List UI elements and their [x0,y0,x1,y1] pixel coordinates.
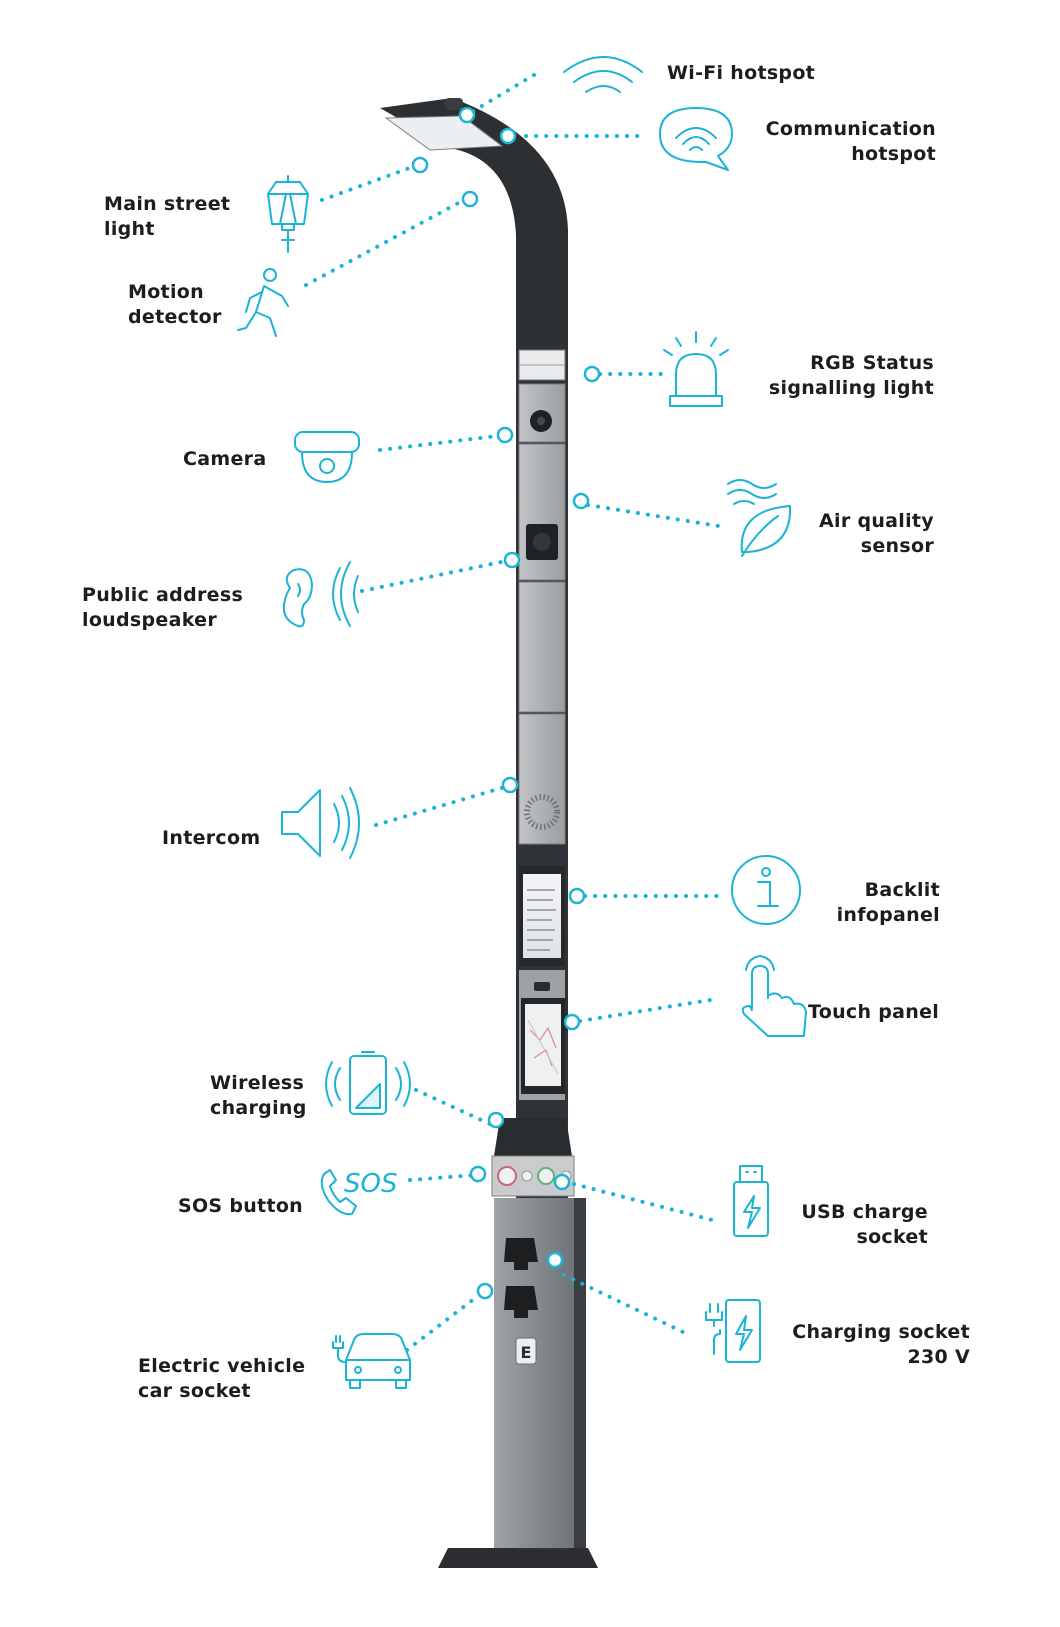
point-ev [476,1282,494,1300]
ear-loudspeaker-icon [282,561,359,628]
label-air-quality-sensor: Air quality sensor [819,510,934,557]
ev-socket-upper [504,1238,538,1270]
point-rgb [583,365,601,383]
leader-ev [405,1294,480,1352]
smart-pole: E [380,98,598,1568]
label-touch-panel: Touch panel [808,1001,940,1023]
intercom-grille [524,794,560,830]
point-usb [553,1173,571,1191]
usb-stick-icon [733,1165,769,1237]
leader-motion [304,198,466,287]
label-electric-vehicle-socket: Electric vehicle car socket [138,1355,306,1402]
wireless-charging-icon [325,1051,411,1115]
label-communication-hotspot: Communication hotspot [765,118,936,165]
lamp-diffuser [384,115,504,151]
point-intercom [501,776,519,794]
leader-camera [378,434,499,452]
point-backlit [568,887,586,905]
label-wireless-charging: Wireless charging [210,1072,307,1119]
leader-wifi [468,73,536,115]
point-camera [496,426,514,444]
leader-pa [360,559,508,593]
point-pa [503,551,521,569]
label-main-street-light: Main street light [104,193,231,240]
leader-socket [562,1273,685,1334]
ev-socket-lower [504,1286,538,1318]
point-motion [461,190,479,208]
label-sos-button: SOS button [178,1195,304,1217]
point-comm [499,127,517,145]
label-usb-charge-socket: USB charge socket [801,1201,928,1248]
usb-physical-port [537,1167,555,1185]
communication-hotspot-icon [659,107,733,171]
label-public-address-loudspeaker: Public address loudspeaker [82,584,244,631]
pole-arm [380,98,568,345]
label-charging-socket-230v: Charging socket 230 V [792,1321,970,1368]
label-intercom: Intercom [162,827,261,849]
point-touch [563,1013,581,1031]
leader-lines [304,73,727,1352]
sos-phone-icon: SOS [320,1169,397,1216]
leader-touch [578,998,712,1023]
label-backlit-infopanel: Backlit infopanel [836,879,940,926]
panel-intercom [518,713,566,845]
signal-beacon-icon [663,331,729,407]
plug-socket-icon [705,1299,761,1363]
brand-plate-letter: E [521,1343,532,1362]
label-rgb-status-light: RGB Status signalling light [768,352,934,399]
base-top-cap [494,1118,572,1156]
leader-air [586,503,727,529]
brand-plate [515,1337,537,1365]
sos-icon-text: SOS [344,1169,397,1199]
point-wifi [458,106,476,124]
point-sos [469,1165,487,1183]
wifi-icon [563,56,643,93]
pole-foot-plate [438,1548,598,1568]
label-wifi-hotspot: Wi-Fi hotspot [667,62,816,84]
touch-hand-icon [741,955,807,1037]
point-street [411,156,429,174]
point-socket [546,1251,564,1269]
infoscreen [523,874,561,958]
ev-car-icon [332,1333,411,1389]
leader-usb [572,1182,722,1224]
panel-blank-upper [518,581,566,713]
info-circle-icon [731,855,801,925]
leader-intercom [374,785,507,827]
motion-detector-icon [237,268,289,337]
label-camera: Camera [183,448,267,470]
camera-dome-icon [294,431,360,483]
touchscreen [525,1004,561,1086]
wifi-plate [534,982,550,991]
leader-wireless [414,1088,492,1126]
point-wireless [487,1111,505,1129]
point-air [572,492,590,510]
street-lamp-icon [267,175,309,253]
leader-sos [408,1173,477,1182]
leader-street [320,164,417,202]
sos-physical-button [497,1166,517,1186]
intercom-speaker-icon [281,787,360,859]
air-quality-leaf-icon [727,479,792,557]
label-motion-detector: Motion detector [128,281,222,328]
lamp-cap [445,98,463,110]
